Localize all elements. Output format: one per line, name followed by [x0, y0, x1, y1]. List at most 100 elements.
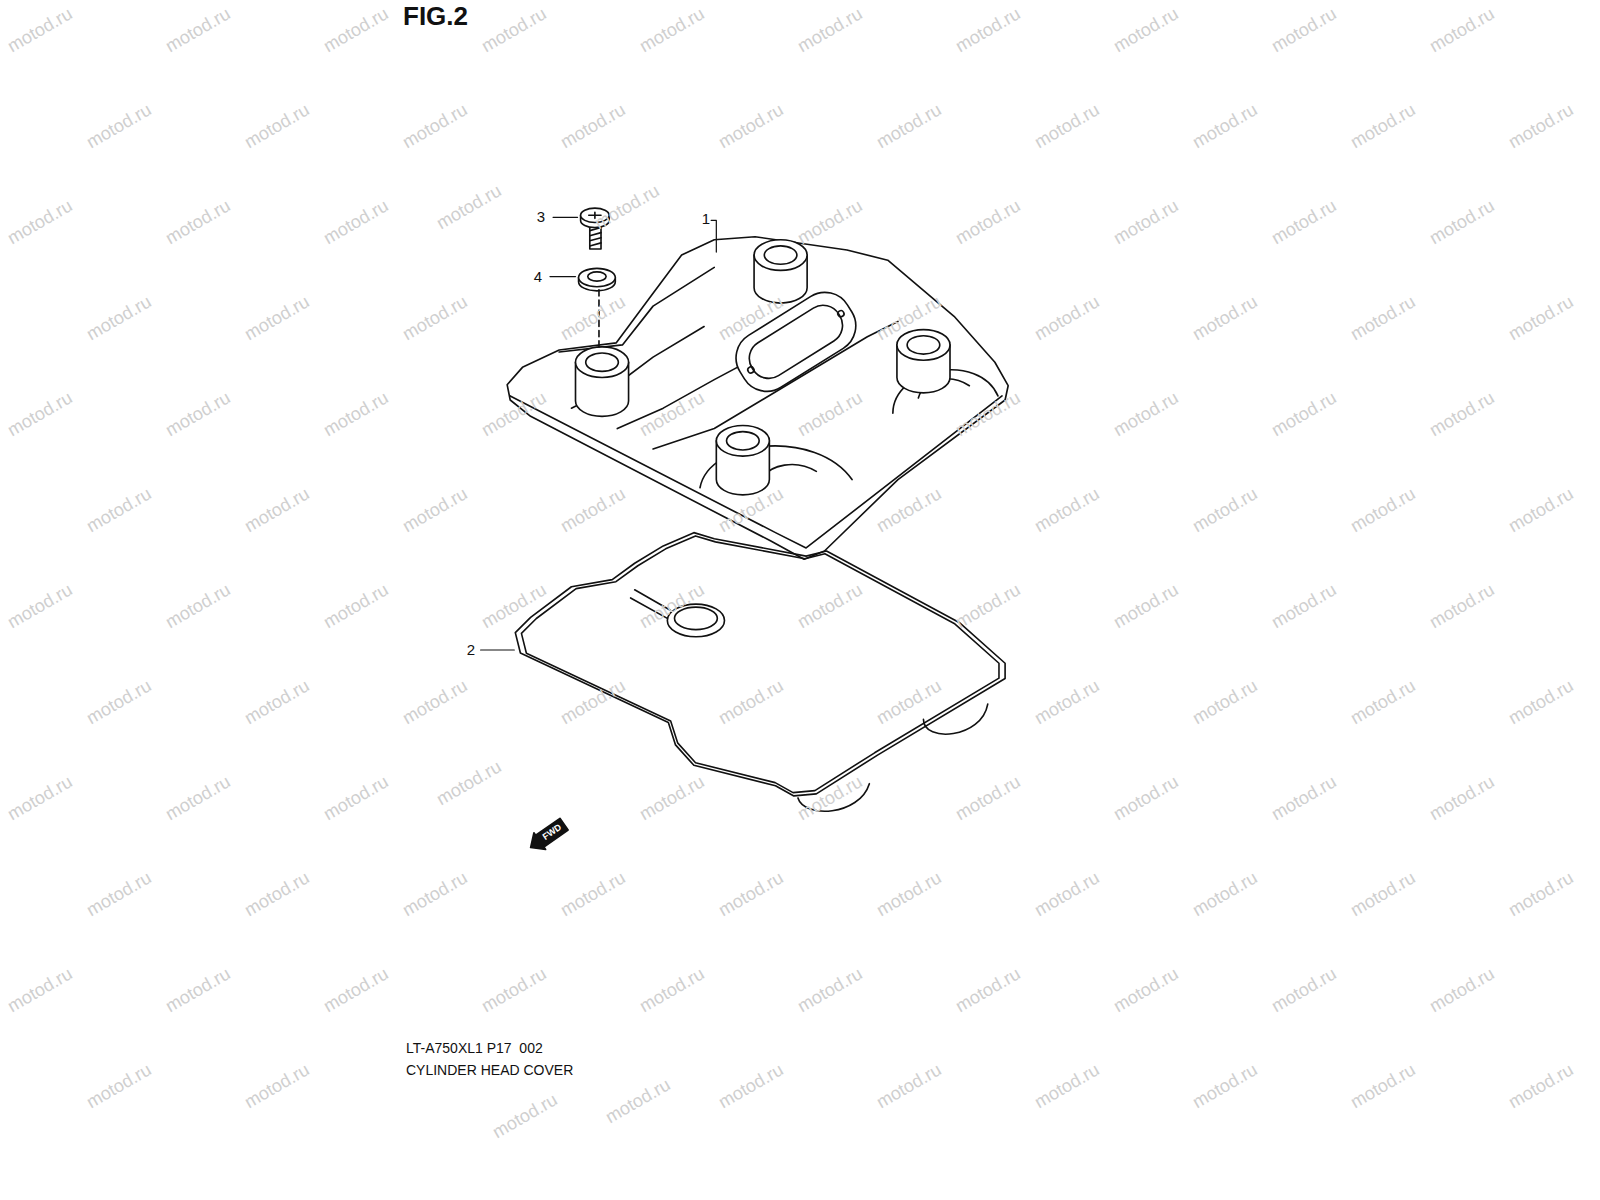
cover-flange	[507, 237, 1008, 559]
watermark: motod.ru	[1426, 579, 1498, 632]
watermark: motod.ru	[1110, 387, 1182, 440]
watermark: motod.ru	[1505, 291, 1577, 344]
watermark: motod.ru	[715, 675, 787, 728]
watermark: motod.ru	[1031, 483, 1103, 536]
watermark: motod.ru	[557, 675, 629, 728]
watermark: motod.ru	[1189, 867, 1261, 920]
watermark: motod.ru	[4, 195, 76, 248]
watermark: motod.ru	[873, 867, 945, 920]
cover-gasket	[515, 533, 1005, 796]
watermark: motod.ru	[399, 99, 471, 152]
watermark: motod.ru	[433, 756, 505, 809]
watermark: motod.ru	[162, 963, 234, 1016]
watermark: motod.ru	[241, 867, 313, 920]
watermark: motod.ru	[162, 579, 234, 632]
watermark: motod.ru	[557, 99, 629, 152]
watermark: motod.ru	[478, 963, 550, 1016]
watermark: motod.ru	[4, 771, 76, 824]
watermark: motod.ru	[1031, 675, 1103, 728]
watermark: motod.ru	[241, 1059, 313, 1112]
watermark: motod.ru	[1426, 387, 1498, 440]
watermark: motod.ru	[241, 99, 313, 152]
watermark: motod.ru	[1347, 483, 1419, 536]
watermark: motod.ru	[557, 483, 629, 536]
callout-number: 4	[534, 268, 542, 285]
watermark: motod.ru	[83, 1059, 155, 1112]
watermark: motod.ru	[1426, 3, 1498, 56]
watermark: motod.ru	[952, 963, 1024, 1016]
watermark: motod.ru	[1110, 3, 1182, 56]
cover-boss	[576, 347, 629, 416]
cover-boss	[897, 330, 950, 393]
watermark: motod.ru	[489, 1089, 561, 1142]
watermark: motod.ru	[1189, 99, 1261, 152]
watermark: motod.ru	[1426, 771, 1498, 824]
flange-edge	[510, 396, 1002, 548]
watermark: motod.ru	[399, 675, 471, 728]
watermark: motod.ru	[320, 195, 392, 248]
watermark: motod.ru	[952, 771, 1024, 824]
caption: CYLINDER HEAD COVER	[406, 1062, 573, 1078]
watermark: motod.ru	[83, 291, 155, 344]
watermark: motod.ru	[1505, 483, 1577, 536]
watermark: motod.ru	[602, 1074, 674, 1127]
watermark: motod.ru	[794, 3, 866, 56]
watermark: motod.ru	[715, 99, 787, 152]
watermark: motod.ru	[591, 180, 663, 233]
watermark: motod.ru	[1426, 195, 1498, 248]
watermark: motod.ru	[83, 867, 155, 920]
watermark: motod.ru	[636, 3, 708, 56]
opening-bolt	[747, 366, 755, 374]
watermark: motod.ru	[1426, 963, 1498, 1016]
watermark: motod.ru	[1031, 867, 1103, 920]
watermark: motod.ru	[1268, 387, 1340, 440]
watermark: motod.ru	[399, 483, 471, 536]
watermark: motod.ru	[399, 291, 471, 344]
watermark: motod.ru	[636, 771, 708, 824]
watermark: motod.ru	[320, 963, 392, 1016]
watermark: motod.ru	[4, 3, 76, 56]
cover-boss	[754, 240, 807, 303]
watermark: motod.ru	[1347, 1059, 1419, 1112]
watermark: motod.ru	[1031, 99, 1103, 152]
watermark: motod.ru	[1031, 1059, 1103, 1112]
opening-bolt	[837, 309, 845, 317]
watermark: motod.ru	[478, 3, 550, 56]
callout-number: 3	[537, 208, 545, 225]
watermark: motod.ru	[636, 963, 708, 1016]
watermark: motod.ru	[794, 771, 866, 824]
watermark: motod.ru	[1189, 1059, 1261, 1112]
watermark: motod.ru	[162, 3, 234, 56]
watermark: motod.ru	[1110, 771, 1182, 824]
watermark: motod.ru	[4, 387, 76, 440]
watermark: motod.ru	[1268, 963, 1340, 1016]
gasket-lip	[923, 704, 987, 734]
watermark: motod.ru	[83, 99, 155, 152]
cover-ridge	[559, 267, 714, 352]
drawing-code: LT-A750XL1 P17 002	[406, 1040, 543, 1056]
watermark: motod.ru	[1505, 99, 1577, 152]
watermark: motod.ru	[794, 579, 866, 632]
cover-bolt-washer	[579, 268, 616, 290]
watermark: motod.ru	[794, 963, 866, 1016]
watermark: motod.ru	[1110, 963, 1182, 1016]
watermark: motod.ru	[952, 579, 1024, 632]
watermark: motod.ru	[1347, 675, 1419, 728]
watermark: motod.ru	[557, 291, 629, 344]
watermark: motod.ru	[241, 291, 313, 344]
watermark: motod.ru	[873, 99, 945, 152]
watermark: motod.ru	[715, 1059, 787, 1112]
watermark: motod.ru	[1189, 675, 1261, 728]
watermark: motod.ru	[1268, 3, 1340, 56]
watermark: motod.ru	[1031, 291, 1103, 344]
watermark: motod.ru	[1189, 291, 1261, 344]
watermark: motod.ru	[1110, 579, 1182, 632]
watermark: motod.ru	[1347, 291, 1419, 344]
watermark: motod.ru	[1268, 195, 1340, 248]
leader-line	[553, 217, 577, 218]
watermark: motod.ru	[162, 387, 234, 440]
watermark: motod.ru	[794, 195, 866, 248]
watermark: motod.ru	[1505, 867, 1577, 920]
watermark: motod.ru	[1347, 99, 1419, 152]
